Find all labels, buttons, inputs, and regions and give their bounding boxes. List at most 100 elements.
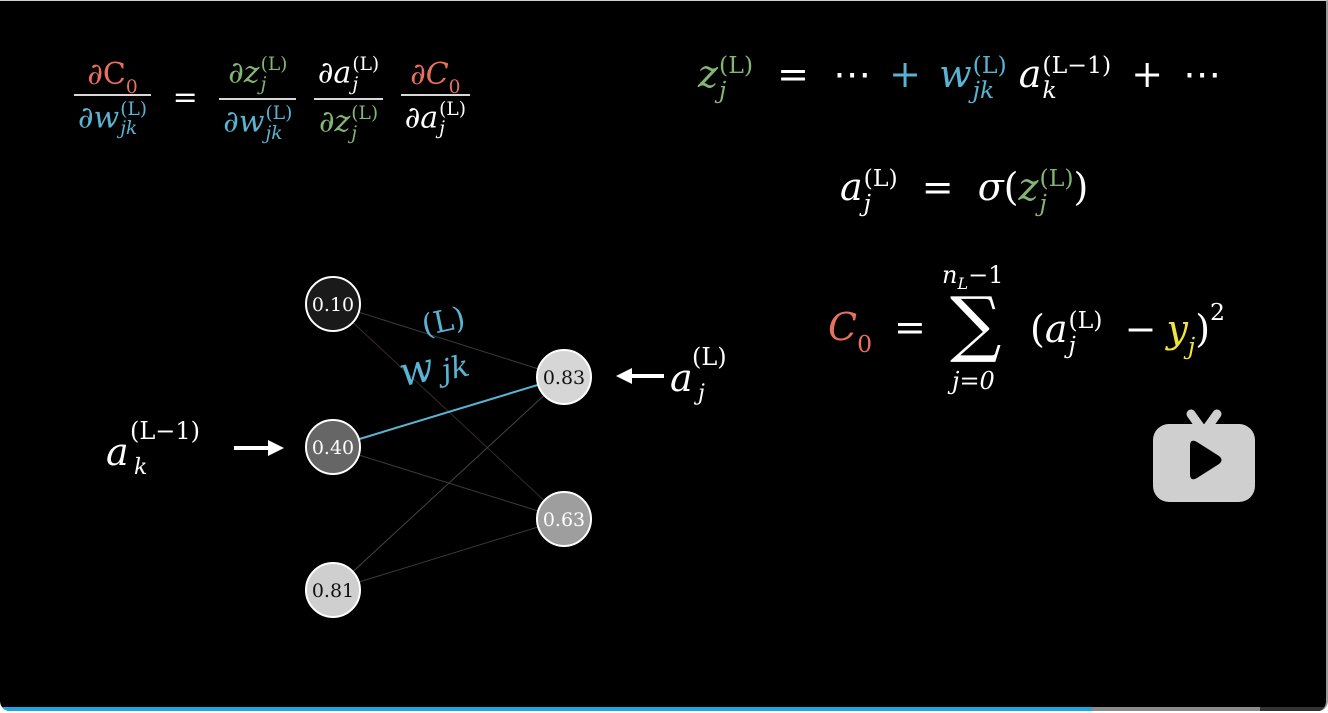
cost-sub: 0 (857, 329, 873, 358)
f1-denominator: ∂w (223, 104, 265, 140)
output-label-sub: j (698, 381, 705, 406)
f2-den-sup: (L) (351, 103, 379, 125)
lhs-numerator-sub: 0 (125, 76, 138, 98)
f2-den-sub: j (351, 122, 358, 144)
w-sup: (L) (972, 51, 1007, 79)
fraction-bar (219, 98, 297, 101)
a-prev-sub: k (1042, 75, 1057, 104)
f1-num-sub: j (260, 73, 267, 95)
f1-numerator: ∂z (228, 55, 260, 91)
output-activation-label: a (L) j (670, 343, 760, 407)
target-sub: j (1187, 332, 1196, 360)
ellipsis-right: ⋯ (1183, 52, 1222, 97)
neuron-value: 0.81 (312, 580, 354, 602)
factor-dc-da: ∂C0 ∂a(L)j (400, 56, 470, 140)
neuron-0-81[interactable]: 0.81 (305, 562, 361, 618)
f3-num-sub: 0 (448, 76, 461, 98)
a-symbol: a (1044, 307, 1068, 352)
sum-upper-n: n (942, 261, 958, 289)
neuron-0-10[interactable]: 0.10 (305, 276, 361, 332)
f3-denominator: ∂a (404, 100, 439, 136)
lhs-den-sub: jk (120, 118, 138, 140)
right-layer: 0.83 0.63 (536, 349, 592, 547)
fraction-bar (400, 93, 470, 96)
sum-upper-limit: nL−1 (942, 261, 1004, 292)
cost-symbol: C (828, 305, 858, 349)
a-sub: j (1068, 330, 1076, 359)
input-label-sup: (L−1) (130, 417, 201, 445)
open-paren: ( (1003, 165, 1019, 210)
weight-symbol: w (939, 52, 972, 97)
network-edges (332, 303, 565, 591)
z-sup: (L) (1039, 164, 1074, 192)
sigma-symbol: σ (977, 165, 1004, 210)
neuron-value: 0.40 (312, 437, 354, 459)
fraction-bar (313, 98, 384, 101)
edge (332, 303, 565, 378)
z-symbol: z (1018, 165, 1039, 210)
open-paren: ( (1030, 307, 1045, 352)
f2-denominator: ∂z (318, 104, 351, 140)
edge (332, 376, 565, 591)
sum-lower-limit: j=0 (952, 367, 995, 395)
tv-play-logo-icon[interactable] (1153, 404, 1255, 502)
a-sup: (L) (1068, 306, 1103, 334)
neuron-value: 0.10 (312, 294, 354, 316)
exponent: 2 (1210, 297, 1226, 326)
z-equation: z(L)j = ⋯ + w(L)jk a(L−1)k + ⋯ (698, 53, 1221, 102)
ellipsis-left: ⋯ (833, 52, 872, 97)
a-sup: (L) (863, 164, 898, 192)
f1-den-sub: jk (265, 122, 283, 144)
f2-numerator: ∂a (317, 55, 352, 91)
input-label-sub: k (134, 455, 148, 480)
minus-sign: − (1124, 307, 1157, 352)
video-progress-bar[interactable] (0, 707, 1326, 711)
sum-upper-rest: −1 (968, 261, 1004, 289)
z-sup: (L) (719, 51, 754, 79)
w-sub: jk (972, 75, 995, 104)
lhs-denominator: ∂w (78, 100, 120, 136)
equals-sign: = (777, 52, 809, 97)
lhs-numerator: ∂C (87, 56, 126, 92)
a-prev-symbol: a (1018, 52, 1042, 97)
edge (332, 518, 565, 591)
output-label-a: a (670, 356, 693, 400)
equals-sign: = (894, 305, 926, 349)
f3-den-sub: j (439, 118, 445, 140)
f3-den-sup: (L) (439, 98, 466, 120)
progress-played (0, 707, 1092, 711)
neuron-0-40[interactable]: 0.40 (305, 419, 361, 475)
lhs-den-sup: (L) (120, 98, 148, 120)
chain-rule-equation: ∂C0 ∂w(L)jk = ∂z(L)j ∂w(L)jk ∂a(L)j ∂z(L… (70, 55, 474, 143)
z-sub: j (1039, 188, 1047, 217)
equals-sign: = (172, 80, 198, 116)
a-symbol: a (840, 165, 863, 210)
output-arrow-icon (616, 368, 664, 384)
a-sub: j (863, 188, 871, 217)
neuron-0-63[interactable]: 0.63 (536, 491, 592, 547)
input-activation-label: a (L−1) k (106, 417, 236, 481)
f3-numerator: ∂C (410, 56, 449, 92)
input-arrow-icon (234, 440, 284, 456)
f1-num-sup: (L) (260, 54, 288, 75)
sum-upper-sub: L (957, 274, 969, 293)
f2-num-sup: (L) (352, 54, 380, 75)
fraction-bar (74, 93, 152, 96)
f2-num-sub: j (352, 73, 359, 95)
plus-sign-blue: + (889, 52, 922, 97)
output-label-sup: (L) (692, 343, 727, 371)
weight-label-sub: jk (438, 348, 473, 389)
z-symbol: z (698, 52, 719, 97)
neuron-value: 0.83 (543, 367, 585, 389)
activation-equation: a(L)j = σ(z(L)j) (840, 166, 1088, 215)
input-label-a: a (106, 430, 129, 474)
close-paren: ) (1195, 307, 1211, 352)
factor-da-dz: ∂a(L)j ∂z(L)j (313, 54, 384, 144)
neuron-0-83[interactable]: 0.83 (536, 349, 592, 405)
lhs-fraction: ∂C0 ∂w(L)jk (74, 56, 152, 140)
target-symbol: y (1166, 307, 1188, 352)
z-sub: j (719, 75, 727, 104)
a-prev-sup: (L−1) (1042, 51, 1112, 79)
